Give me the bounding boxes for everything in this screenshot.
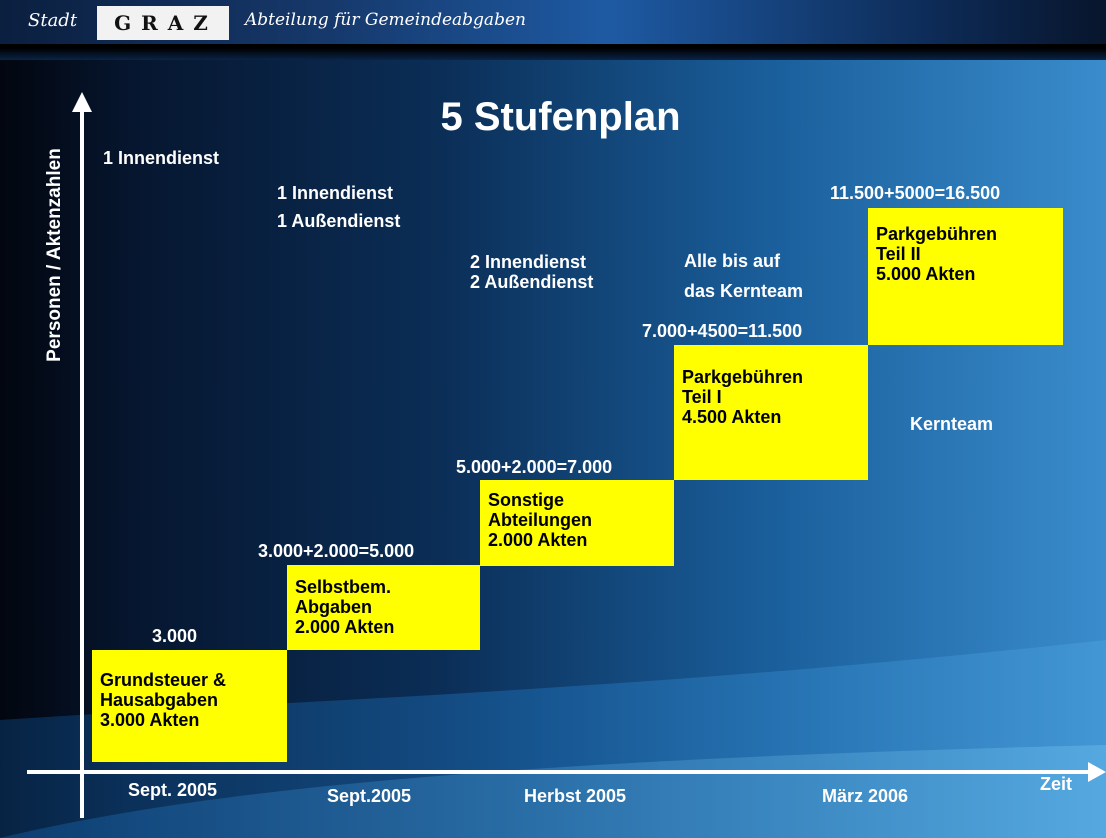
staffing-step2-line2: 1 Außendienst <box>277 211 401 231</box>
slide-title: 5 Stufenplan <box>440 95 681 139</box>
step-box-5: Parkgebühren Teil II 5.000 Akten <box>868 208 1063 345</box>
step-box-line: Parkgebühren <box>682 367 804 387</box>
step-box-line: Hausabgaben <box>100 690 219 710</box>
staffing-step1: 1 Innendienst <box>103 148 220 168</box>
y-axis <box>80 110 84 818</box>
step-box-1: Grundsteuer & Hausabgaben 3.000 Akten <box>92 650 287 762</box>
step-box-line: Selbstbem. <box>295 577 392 597</box>
step-box-line: Grundsteuer & <box>100 670 227 690</box>
step-box-line: 3.000 Akten <box>100 710 200 730</box>
staffing-step4-line1: Alle bis auf <box>684 251 781 271</box>
step-box-4: Parkgebühren Teil I 4.500 Akten <box>674 345 868 480</box>
total-step4: 7.000+4500=11.500 <box>642 321 803 341</box>
header-band: Stadt GRAZ Abteilung für Gemeindeabgaben <box>0 0 1106 44</box>
total-step5: 11.500+5000=16.500 <box>830 183 1001 203</box>
total-step2: 3.000+2.000=5.000 <box>258 541 415 561</box>
step-box-line: Abteilungen <box>488 510 592 530</box>
step-box-line: Sonstige <box>488 490 565 510</box>
x-axis-label: Zeit <box>1040 774 1073 794</box>
step-box-line: 2.000 Akten <box>295 617 395 637</box>
step-box-line: 2.000 Akten <box>488 530 588 550</box>
header-stadt: Stadt <box>28 10 78 31</box>
step-box-line: Teil II <box>876 244 921 264</box>
y-axis-label: Personen / Aktenzahlen <box>44 148 65 362</box>
header-department: Abteilung für Gemeindeabgaben <box>245 10 526 30</box>
total-step3: 5.000+2.000=7.000 <box>456 457 613 477</box>
x-axis <box>27 770 1092 774</box>
header: Stadt GRAZ Abteilung für Gemeindeabgaben <box>0 0 1106 60</box>
step-box-3: Sonstige Abteilungen 2.000 Akten <box>480 480 674 566</box>
step-box-line: Abgaben <box>295 597 373 617</box>
date-label: Sept. 2005 <box>128 780 218 800</box>
step-box-2: Selbstbem. Abgaben 2.000 Akten <box>287 565 480 650</box>
staffing-step2-line1: 1 Innendienst <box>277 183 394 203</box>
step-box-line: 4.500 Akten <box>682 407 782 427</box>
staffing-step4-line2: das Kernteam <box>684 281 804 301</box>
staffing-step5: Kernteam <box>910 414 994 434</box>
staffing-step3-line2: 2 Außendienst <box>470 272 594 292</box>
header-graz-logo: GRAZ <box>97 6 229 40</box>
total-step1: 3.000 <box>152 626 198 646</box>
step-box-line: 5.000 Akten <box>876 264 976 284</box>
date-label: Sept.2005 <box>327 786 412 806</box>
step-box-line: Parkgebühren <box>876 224 998 244</box>
y-axis-arrow-icon <box>72 92 92 112</box>
staffing-step3-line1: 2 Innendienst <box>470 252 587 272</box>
date-label: Herbst 2005 <box>524 786 627 806</box>
x-axis-arrow-icon <box>1088 762 1106 782</box>
step-box-line: Teil I <box>682 387 722 407</box>
date-label: März 2006 <box>822 786 909 806</box>
